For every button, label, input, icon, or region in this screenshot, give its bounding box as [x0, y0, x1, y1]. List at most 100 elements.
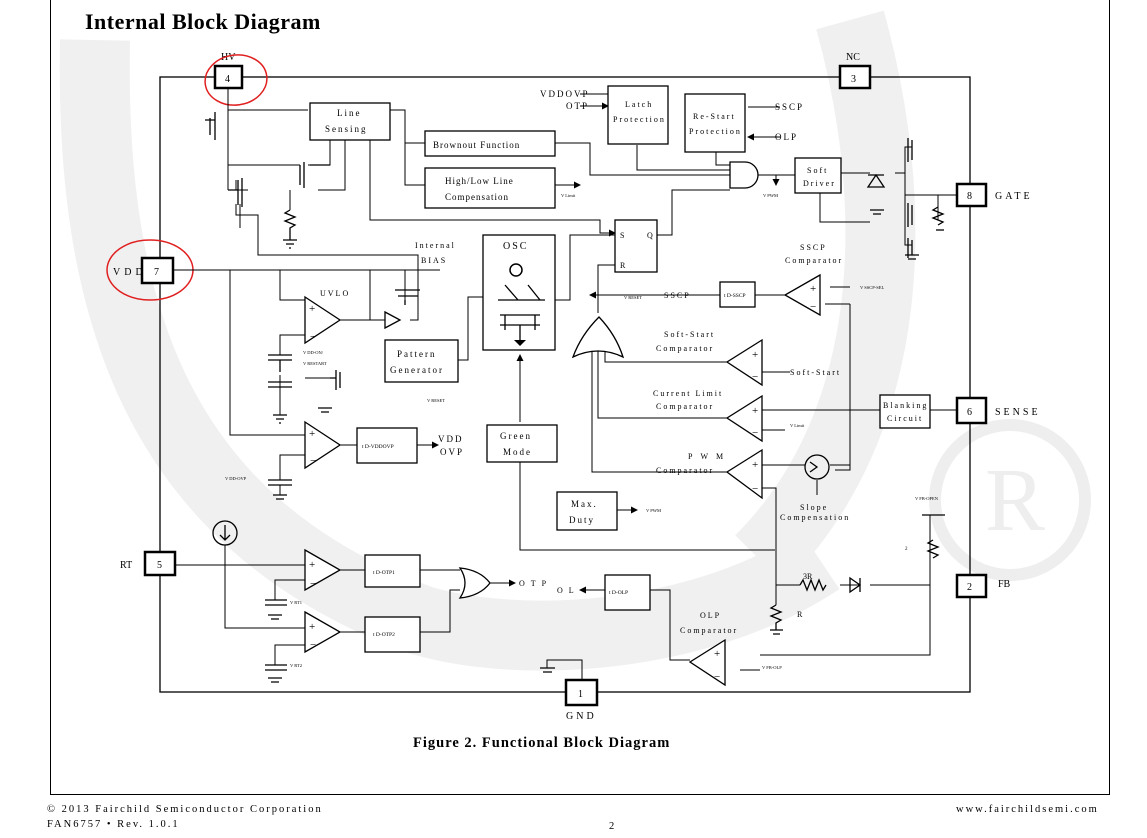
osc-block: OSC: [482, 234, 556, 351]
sscp-comparator: [783, 273, 821, 317]
svg-text:V FB-OLP: V FB-OLP: [762, 665, 782, 670]
svg-text:RT: RT: [120, 560, 132, 571]
or-gate-main: [571, 316, 625, 359]
svg-text:3R: 3R: [803, 572, 813, 581]
svg-text:R: R: [985, 451, 1045, 550]
svg-text:1: 1: [578, 689, 583, 700]
svg-text:Compensation: Compensation: [780, 513, 850, 522]
svg-text:Sensing: Sensing: [325, 124, 368, 134]
voltage-reference-labels: V DD-ON/ V RESTART V RESET V RESET V DD-…: [225, 193, 939, 670]
svg-text:t D-SSCP: t D-SSCP: [724, 293, 746, 299]
brownout-function-block: Brownout Function: [424, 130, 556, 157]
svg-text:OSC: OSC: [503, 241, 528, 252]
svg-text:−: −: [752, 371, 758, 383]
soft-driver-block: Soft Driver: [794, 157, 842, 194]
footer-url: www.fairchildsemi.com: [956, 804, 1099, 815]
svg-text:Mode: Mode: [503, 447, 532, 457]
svg-text:Soft-Start: Soft-Start: [664, 330, 715, 339]
svg-text:−: −: [714, 671, 720, 683]
svg-text:OVP: OVP: [440, 447, 464, 457]
svg-text:SSCP: SSCP: [775, 102, 804, 112]
svg-text:OLP: OLP: [700, 611, 721, 620]
current-limit-comparator: [725, 394, 763, 443]
svg-text:Brownout Function: Brownout Function: [433, 140, 520, 150]
svg-text:5: 5: [157, 560, 162, 571]
svg-text:Line: Line: [337, 108, 362, 118]
svg-text:+: +: [752, 405, 758, 417]
svg-text:Comparator: Comparator: [656, 466, 714, 475]
svg-text:t D-OTP1: t D-OTP1: [373, 570, 395, 576]
ground-symbols: [268, 209, 944, 683]
otp1-comparator: [304, 548, 342, 592]
td-otp2-block: t D-OTP2: [364, 616, 421, 653]
svg-text:t D-VDDOVP: t D-VDDOVP: [362, 444, 394, 450]
svg-text:V RT1: V RT1: [290, 600, 302, 605]
block-diagram: HV 4 NC 3 VDD 7 8 GATE 6 SENSE RT 5 2 FB…: [106, 52, 1041, 722]
pin-hv: HV 4: [213, 52, 244, 90]
svg-text:SENSE: SENSE: [995, 407, 1041, 418]
highlow-line-compensation-block: High/Low Line Compensation: [424, 167, 556, 209]
svg-text:OTP: OTP: [566, 101, 589, 111]
vddovp-comparator: [304, 420, 342, 470]
pin-fb: 2 FB: [955, 573, 1011, 599]
svg-text:OLP: OLP: [775, 132, 798, 142]
svg-text:V PWM: V PWM: [763, 193, 778, 198]
svg-text:NC: NC: [846, 52, 860, 63]
svg-text:−: −: [752, 427, 758, 439]
td-olp-block: t D-OLP: [604, 574, 651, 611]
svg-text:V Limit: V Limit: [561, 193, 576, 198]
footer-part-revision: FAN6757 • Rev. 1.0.1: [47, 819, 180, 830]
svg-text:V FB-OPEN: V FB-OPEN: [915, 496, 939, 501]
svg-text:+: +: [752, 349, 758, 361]
svg-text:VDD: VDD: [438, 434, 464, 444]
svg-text:V PWM: V PWM: [646, 508, 661, 513]
footer-page-number: 2: [609, 821, 617, 832]
svg-text:BIAS: BIAS: [421, 256, 447, 265]
svg-text:3: 3: [851, 74, 856, 85]
svg-text:VDDOVP: VDDOVP: [540, 89, 590, 99]
svg-text:2: 2: [905, 547, 908, 552]
svg-text:−: −: [810, 301, 816, 313]
svg-text:V DD-ON/: V DD-ON/: [303, 350, 324, 355]
svg-text:Compensation: Compensation: [445, 192, 509, 202]
pwm-comparator: [725, 448, 763, 500]
signal-labels: VDDOVP OTP SSCP OLP Internal BIAS UVLO V…: [320, 89, 908, 635]
or-gate-otp: [458, 567, 491, 599]
svg-text:+: +: [810, 283, 816, 295]
svg-text:GATE: GATE: [995, 191, 1033, 202]
svg-text:t D-OLP: t D-OLP: [609, 590, 628, 596]
figure-caption: Figure 2. Functional Block Diagram: [413, 735, 671, 751]
pattern-generator-block: Pattern Generator: [384, 339, 459, 383]
page-frame: [50, 0, 1110, 795]
svg-text:SSCP: SSCP: [800, 243, 827, 252]
svg-text:−: −: [310, 331, 316, 343]
uvlo-comparator: [304, 295, 342, 345]
td-vddovp-block: t D-VDDOVP: [356, 427, 418, 464]
svg-text:V RESTART: V RESTART: [303, 361, 327, 366]
pin-gate: 8 GATE: [955, 182, 1033, 208]
svg-text:R: R: [797, 610, 803, 619]
svg-text:Duty: Duty: [569, 515, 595, 525]
svg-text:t D-OTP2: t D-OTP2: [373, 632, 395, 638]
svg-text:+: +: [309, 559, 315, 571]
td-otp1-block: t D-OTP1: [364, 554, 421, 588]
uvlo-buffer: [384, 310, 402, 330]
svg-text:High/Low Line: High/Low Line: [445, 176, 514, 186]
restart-protection-block: Re-Start Protection: [684, 93, 746, 153]
blanking-circuit-block: Blanking Circuit: [879, 394, 931, 429]
page-title: Internal Block Diagram: [85, 9, 321, 34]
svg-text:R: R: [620, 261, 626, 270]
svg-text:Blanking: Blanking: [883, 401, 928, 410]
svg-text:S: S: [620, 231, 624, 240]
svg-text:7: 7: [154, 267, 159, 278]
svg-text:Protection: Protection: [613, 115, 666, 124]
svg-text:V Limit: V Limit: [790, 423, 805, 428]
pin-vdd: VDD 7: [113, 256, 175, 285]
svg-text:SSCP: SSCP: [664, 291, 691, 300]
svg-text:+: +: [752, 459, 758, 471]
svg-text:UVLO: UVLO: [320, 289, 350, 298]
svg-text:8: 8: [967, 191, 972, 202]
svg-text:−: −: [310, 639, 316, 651]
pin-sense: 6 SENSE: [955, 396, 1041, 425]
svg-text:Comparator: Comparator: [785, 256, 843, 265]
